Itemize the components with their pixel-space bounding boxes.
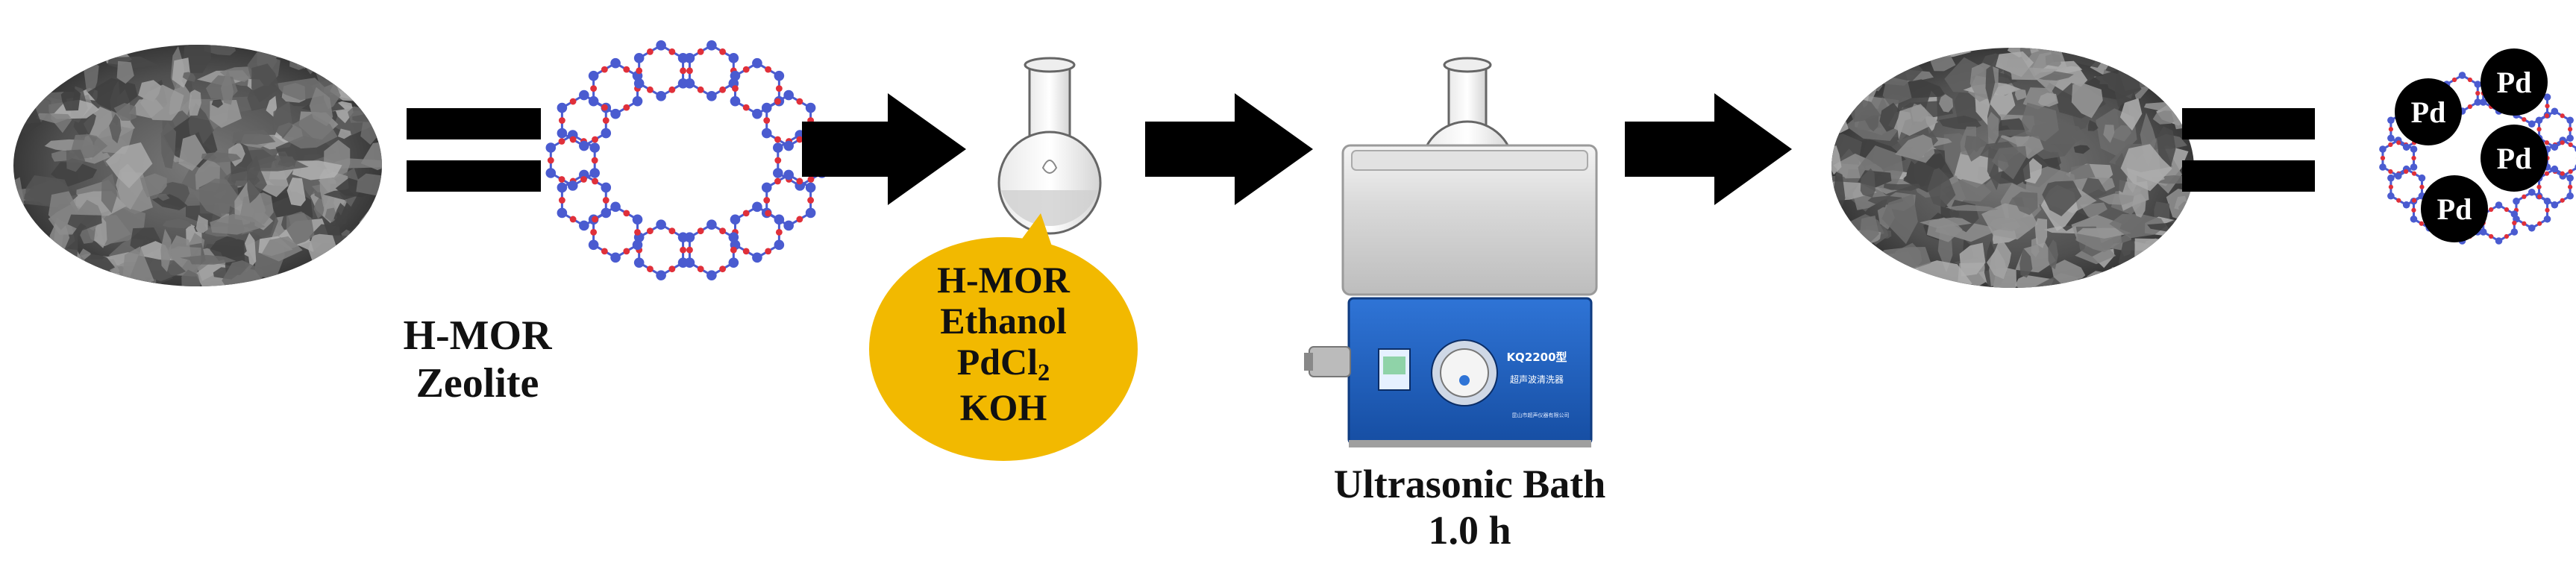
equals-sign xyxy=(407,108,541,192)
device-brand: 昆山市超声仪器有限公司 xyxy=(1511,412,1570,418)
arrow-right-icon xyxy=(1625,93,1792,205)
reagent-h-mor: H-MOR xyxy=(937,259,1070,301)
bath-label-line2: 1.0 h xyxy=(1428,508,1511,553)
reagent-ethanol: Ethanol xyxy=(940,300,1067,342)
pd-particle: Pd xyxy=(2481,48,2548,116)
pd-particle: Pd xyxy=(2421,175,2488,242)
device-model: KQ2200型 xyxy=(1506,351,1567,364)
reagent-pdcl2: PdCl2 xyxy=(956,341,1050,387)
round-flask-icon xyxy=(997,57,1102,235)
sem-image-pd-mor xyxy=(1831,48,2194,288)
reagent-list: H-MOR Ethanol PdCl2 KOH xyxy=(880,260,1126,428)
zeolite-label: H-MOR Zeolite xyxy=(339,312,615,408)
bath-label-line1: Ultrasonic Bath xyxy=(1333,462,1606,506)
zeolite-label-line1: H-MOR xyxy=(403,312,552,359)
pd-particle: Pd xyxy=(2481,125,2548,192)
equals-sign xyxy=(2182,108,2315,192)
zeolite-label-line2: Zeolite xyxy=(416,360,539,407)
reagent-koh: KOH xyxy=(959,386,1047,428)
pd-particle: Pd xyxy=(2395,78,2462,145)
arrow-right-icon xyxy=(802,93,966,205)
bath-label: Ultrasonic Bath 1.0 h xyxy=(1298,461,1641,553)
sem-image-h-mor xyxy=(13,45,382,286)
device-name: 超声波清洗器 xyxy=(1509,374,1564,385)
zeolite-framework-icon xyxy=(545,40,827,280)
reagent-bubble xyxy=(869,213,1138,461)
arrow-right-icon xyxy=(1145,93,1313,205)
ultrasonic-bath xyxy=(1304,57,1598,447)
